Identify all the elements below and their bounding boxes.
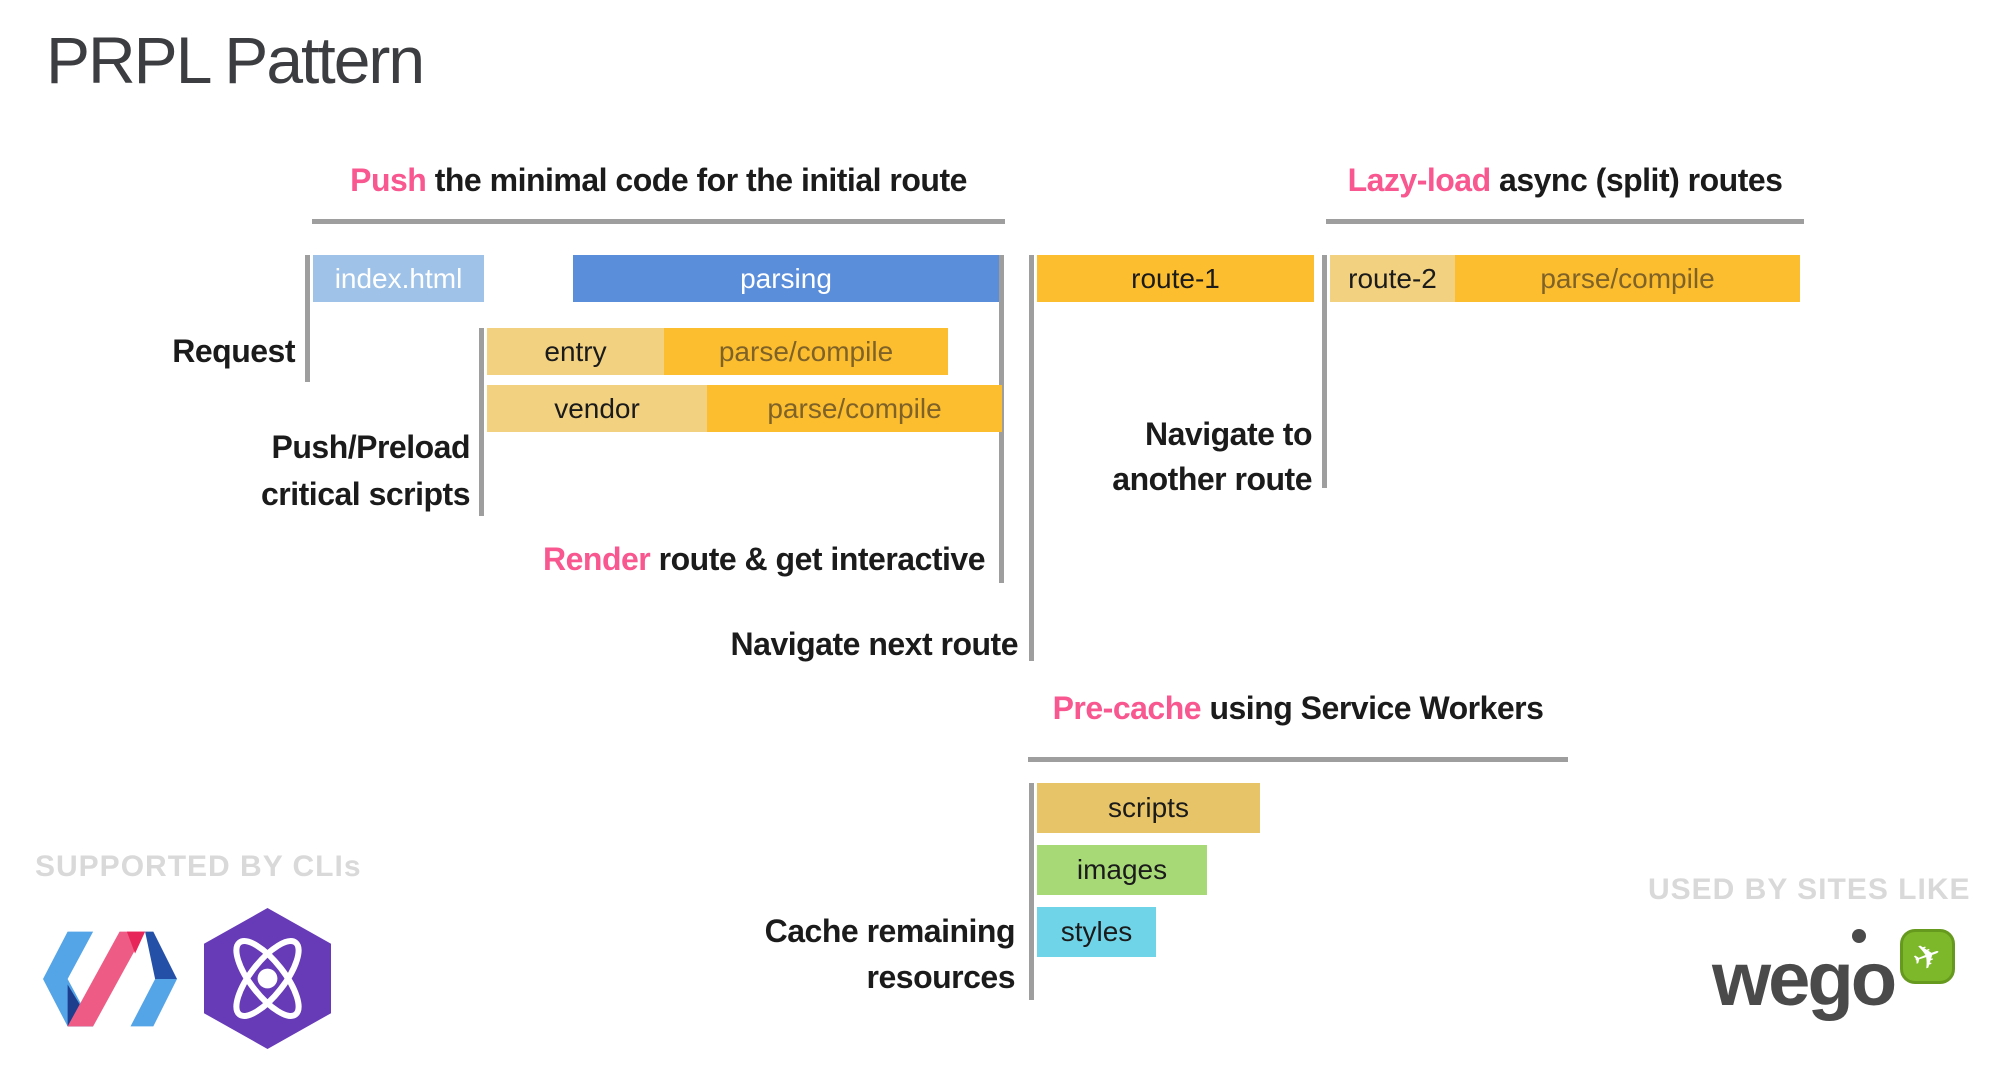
supported-by-clis-label: SUPPORTED BY CLIs xyxy=(35,850,362,883)
cache-remaining-label-line1: Cache remaining xyxy=(764,913,1016,949)
bar-parsing-label: parsing xyxy=(740,262,832,294)
request-connector-line xyxy=(305,255,310,382)
push-heading-rest: the minimal code for the initial route xyxy=(426,162,968,198)
airplane-icon: ✈ xyxy=(1907,933,1948,980)
push-preload-connector-line xyxy=(479,328,484,516)
render-label: Render route & get interactive xyxy=(435,536,985,582)
wego-logo-text: wego xyxy=(1712,937,1897,1022)
bar-images-label: images xyxy=(1076,854,1168,885)
bar-entry-parse-compile: parse/compile xyxy=(664,328,948,375)
wego-logo-dot xyxy=(1852,929,1866,943)
lazy-load-heading-rest: async (split) routes xyxy=(1490,162,1783,198)
bar-parsing: parsing xyxy=(573,255,999,302)
bar-styles: styles xyxy=(1037,907,1156,957)
page-title: PRPL Pattern xyxy=(46,23,425,97)
push-heading-underline xyxy=(312,219,1005,224)
navigate-another-route-label-line2: another route xyxy=(1112,461,1312,497)
cache-remaining-label-line2: resources xyxy=(866,959,1016,995)
push-preload-label: Push/Preload critical scripts xyxy=(180,424,471,518)
render-label-rest: route & get interactive xyxy=(650,541,986,577)
bar-route-2: route-2 xyxy=(1330,255,1455,302)
bar-index-html-label: index.html xyxy=(334,262,463,294)
route1-connector-line xyxy=(1029,255,1034,661)
polymer-logo xyxy=(43,931,177,1027)
wego-logo-badge: ✈ xyxy=(1900,929,1955,984)
lazy-load-heading: Lazy-load async (split) routes xyxy=(1326,162,1804,199)
bar-styles-label: styles xyxy=(1060,916,1133,947)
lazy-load-heading-underline xyxy=(1326,219,1804,224)
push-heading-highlight: Push xyxy=(350,162,427,198)
precache-heading-underline xyxy=(1028,757,1568,762)
precache-heading-rest: using Service Workers xyxy=(1201,690,1544,726)
push-preload-label-line2: critical scripts xyxy=(261,476,471,512)
precache-connector-line xyxy=(1029,783,1034,1000)
bar-route-1: route-1 xyxy=(1037,255,1314,302)
bar-images: images xyxy=(1037,845,1207,895)
cache-remaining-label: Cache remaining resources xyxy=(665,908,1016,1000)
push-preload-label-line1: Push/Preload xyxy=(271,429,471,465)
bar-entry-label: entry xyxy=(544,335,607,367)
request-label: Request xyxy=(172,333,295,369)
precache-heading: Pre-cache using Service Workers xyxy=(1028,690,1568,727)
navigate-another-route-label: Navigate to another route xyxy=(1012,412,1312,502)
preact-logo xyxy=(204,908,331,1049)
bar-route-2-parse-compile: parse/compile xyxy=(1455,255,1800,302)
bar-entry: entry xyxy=(487,328,664,375)
push-heading: Push the minimal code for the initial ro… xyxy=(312,162,1005,199)
navigate-another-route-label-line1: Navigate to xyxy=(1145,416,1312,452)
precache-heading-highlight: Pre-cache xyxy=(1052,690,1202,726)
bar-route-2-label: route-2 xyxy=(1348,262,1437,294)
route2-connector-line xyxy=(1322,255,1327,488)
bar-vendor-label: vendor xyxy=(554,392,640,424)
bar-vendor-parse-compile: parse/compile xyxy=(707,385,1002,432)
bar-route-2-parse-compile-label: parse/compile xyxy=(1540,262,1715,294)
bar-index-html: index.html xyxy=(313,255,484,302)
bar-scripts-label: scripts xyxy=(1108,792,1189,823)
navigate-next-route-label: Navigate next route xyxy=(730,626,1019,662)
bar-vendor: vendor xyxy=(487,385,707,432)
bar-entry-parse-compile-label: parse/compile xyxy=(718,335,894,367)
bar-scripts: scripts xyxy=(1037,783,1260,833)
bar-vendor-parse-compile-label: parse/compile xyxy=(767,392,942,424)
render-label-highlight: Render xyxy=(543,541,651,577)
lazy-load-heading-highlight: Lazy-load xyxy=(1347,162,1492,198)
bar-route-1-label: route-1 xyxy=(1131,262,1220,294)
used-by-sites-label: USED BY SITES LIKE xyxy=(1648,873,1971,906)
